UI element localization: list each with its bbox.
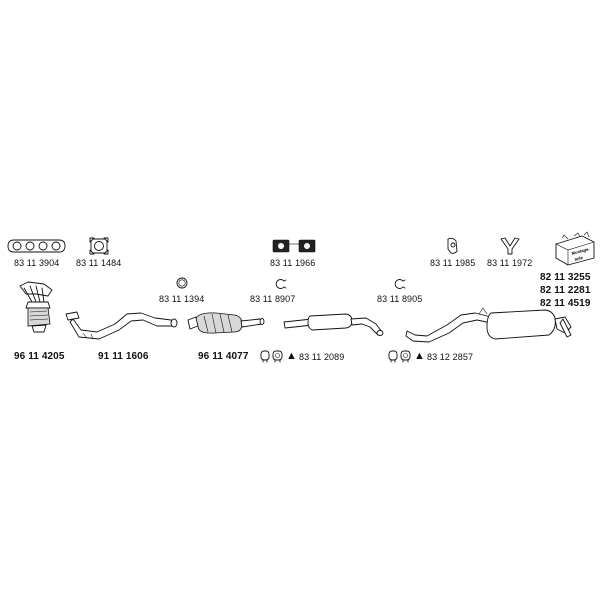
- rear-silencer-icon: [405, 305, 575, 347]
- part-label-flange-gasket: 83 11 1484: [76, 258, 122, 268]
- part-label-ring-1: 83 11 1394: [159, 294, 205, 304]
- part-label-bracket: 83 11 1985: [430, 258, 476, 268]
- clamp-set-icon: [260, 349, 284, 363]
- part-label-clamp-1: 83 11 8907: [250, 294, 296, 304]
- mounting-kit-box-icon: Montage- teile: [552, 231, 596, 266]
- sealing-ring-icon: [176, 277, 188, 289]
- bracket-icon: [445, 237, 459, 255]
- front-pipe-icon: [63, 308, 179, 340]
- triangle-marker: ▲: [286, 350, 297, 362]
- part-label-gasket-set: 83 11 3904: [14, 258, 60, 268]
- part-label-front-pipe: 91 11 1606: [98, 351, 149, 362]
- catalytic-converter-icon: [186, 308, 266, 338]
- flange-gasket-icon: [89, 237, 109, 255]
- part-label-clamp-set-1: 83 11 2089: [299, 352, 345, 362]
- v-bracket-icon: [500, 237, 520, 255]
- clamp-set-icon: [388, 349, 412, 363]
- part-label-manifold-cat: 96 11 4205: [14, 351, 65, 362]
- mounting-kit-code-1: 82 11 3255: [540, 272, 591, 283]
- mounting-kit-text-2: teile: [574, 255, 584, 262]
- clamp-icon: [394, 278, 406, 290]
- part-label-rubber-hangers: 83 11 1966: [270, 258, 316, 268]
- mounting-kit-code-3: 82 11 4519: [540, 298, 591, 309]
- manifold-catalyst-icon: [18, 280, 58, 338]
- part-label-v-bracket: 83 11 1972: [487, 258, 533, 268]
- manifold-gasket-icon: [7, 238, 67, 254]
- mounting-kit-code-2: 82 11 2281: [540, 285, 591, 296]
- part-label-catalyst: 96 11 4077: [198, 351, 249, 362]
- triangle-marker: ▲: [414, 350, 425, 362]
- clamp-icon: [275, 278, 287, 290]
- centre-silencer-icon: [282, 308, 392, 340]
- part-label-clamp-2: 83 11 8905: [377, 294, 423, 304]
- mounting-kit-text-1: Montage-: [571, 246, 591, 256]
- part-label-clamp-set-2: 83 12 2857: [427, 352, 474, 362]
- rubber-hanger-icon: [272, 238, 316, 254]
